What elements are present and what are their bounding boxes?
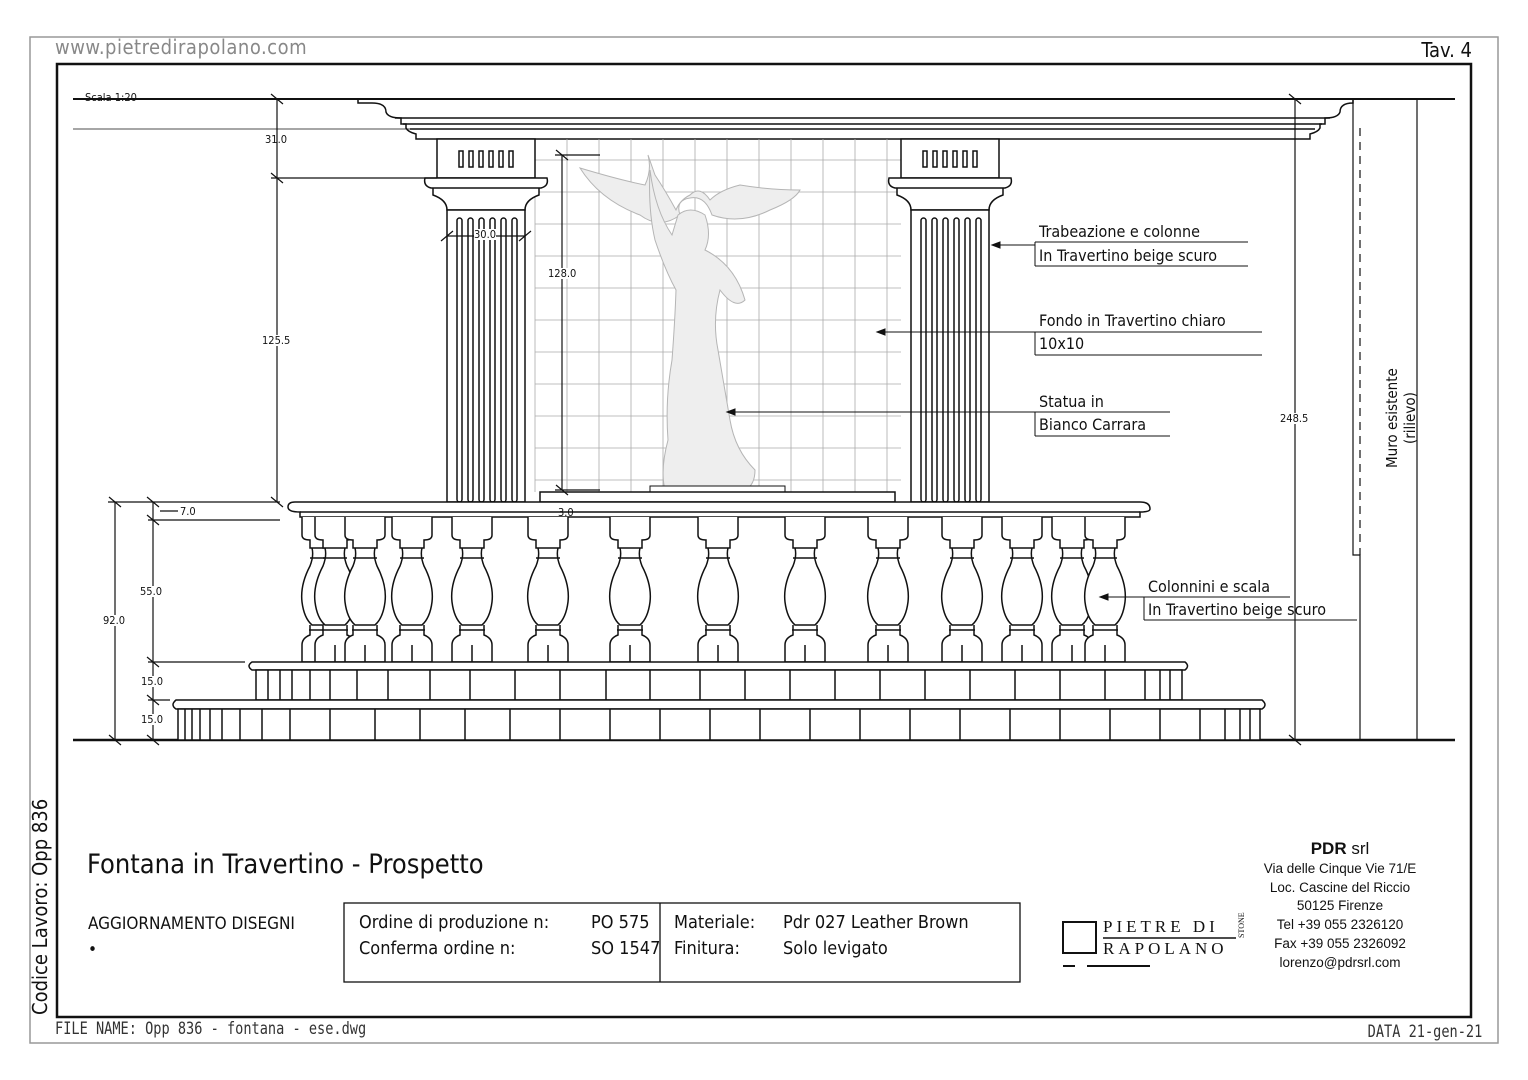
upper-step-riser <box>255 669 1183 701</box>
capital-dentil <box>468 150 474 168</box>
inner-frame <box>55 62 1473 1019</box>
company-tel: Tel +39 055 2326120 <box>1276 917 1404 932</box>
logo-stone: STONE <box>1237 912 1246 938</box>
company-address-1: Via delle Cinque Vie 71/E <box>1263 861 1417 876</box>
dim-cornice: 31.0 <box>265 133 288 146</box>
baluster <box>1000 517 1044 663</box>
dimension-lines <box>108 93 1455 746</box>
scale-label: Scala 1:20 <box>85 91 137 104</box>
dim-statue-height: 128.0 <box>548 267 577 280</box>
sheet-number: Tav. 4 <box>1421 38 1472 62</box>
annotation-leaders <box>725 241 1357 621</box>
column-capital <box>900 138 1000 179</box>
dim-balustrade-total: 92.0 <box>103 614 126 627</box>
dim-step-upper: 15.0 <box>141 675 164 688</box>
material-label: Materiale: <box>674 912 756 933</box>
label-statue-1: Statua in <box>1039 392 1104 411</box>
logo-text-2: RAPOLANO <box>1103 939 1228 958</box>
capital-dentil <box>488 150 494 168</box>
company-address-3: 50125 Firenze <box>1296 898 1384 913</box>
baluster <box>696 517 740 663</box>
balustrade-rail <box>287 501 1151 518</box>
label-statue-2: Bianco Carrara <box>1039 415 1147 434</box>
dim-total-height: 248.5 <box>1280 412 1309 425</box>
dim-statue-base: 3.0 <box>558 506 574 519</box>
column-echinus <box>887 177 1013 211</box>
label-background-1: Fondo in Travertino chiaro <box>1039 311 1226 330</box>
capital-dentil <box>508 150 514 168</box>
label-balusters-1: Colonnini e scala <box>1148 577 1271 596</box>
columns <box>423 138 1013 503</box>
dim-balusters: 55.0 <box>140 585 163 598</box>
finish-label: Finitura: <box>674 938 740 959</box>
angel-statue <box>578 154 801 493</box>
baluster <box>390 517 434 663</box>
label-balusters-2: In Travertino beige scuro <box>1148 600 1327 619</box>
label-background-2: 10x10 <box>1039 334 1085 353</box>
dim-step-lower: 15.0 <box>141 713 164 726</box>
column <box>423 138 549 503</box>
drawing-date: DATA 21-gen-21 <box>1367 1022 1482 1042</box>
wall-label-2: (rilievo) <box>1401 392 1419 445</box>
dim-column-width: 30.0 <box>474 228 497 241</box>
baluster <box>526 517 570 663</box>
outer-border <box>29 36 1499 1044</box>
logo-text-1: PIETRE DI <box>1103 917 1219 936</box>
baluster <box>450 517 494 663</box>
order-value: PO 575 <box>591 912 650 933</box>
company-name: PDR srl <box>1252 840 1428 857</box>
lower-step-riser <box>177 708 1261 741</box>
column-echinus <box>423 177 549 211</box>
column-shaft <box>910 209 990 503</box>
capital-dentil <box>478 150 484 168</box>
drawing-title: Fontana in Travertino - Prospetto <box>87 849 484 880</box>
upper-step-tread <box>248 661 1189 671</box>
file-name: FILE NAME: Opp 836 - fontana - ese.dwg <box>55 1019 367 1039</box>
company-name-bold: PDR <box>1310 839 1347 858</box>
label-entablature-2: In Travertino beige scuro <box>1039 246 1218 265</box>
steps <box>172 661 1266 741</box>
baluster <box>1083 517 1127 663</box>
balusters <box>300 517 1127 663</box>
wall-label-1: Muro esistente <box>1383 368 1401 468</box>
column-shaft <box>446 209 526 503</box>
order-label: Ordine di produzione n: <box>359 912 550 933</box>
capital-dentil <box>922 150 928 168</box>
finish-value: Solo levigato <box>783 938 888 959</box>
capital-dentil <box>932 150 938 168</box>
baluster <box>866 517 910 663</box>
lower-step-tread <box>172 699 1266 710</box>
capital-dentil <box>972 150 978 168</box>
baluster <box>783 517 827 663</box>
company-address-2: Loc. Cascine del Riccio <box>1269 880 1411 895</box>
dim-column-height: 125.5 <box>262 334 291 347</box>
baluster <box>608 517 652 663</box>
company-suffix: srl <box>1351 839 1370 858</box>
column <box>887 138 1013 503</box>
website-url[interactable]: www.pietredirapolano.com <box>55 35 308 59</box>
company-fax: Fax +39 055 2326092 <box>1274 936 1406 951</box>
company-email[interactable]: lorenzo@pdrsrl.com <box>1279 955 1401 970</box>
updates-heading: AGGIORNAMENTO DISEGNI <box>88 914 295 934</box>
material-value: Pdr 027 Leather Brown <box>783 912 969 933</box>
column-capital <box>436 138 536 179</box>
baluster <box>343 517 387 663</box>
cornice <box>357 98 1354 140</box>
capital-dentil <box>942 150 948 168</box>
dim-rail: 7.0 <box>180 505 196 518</box>
label-entablature-1: Trabeazione e colonne <box>1039 222 1200 241</box>
capital-dentil <box>458 150 464 168</box>
baluster <box>940 517 984 663</box>
capital-dentil <box>498 150 504 168</box>
confirm-value: SO 1547 <box>591 938 661 959</box>
capital-dentil <box>962 150 968 168</box>
confirm-label: Conferma ordine n: <box>359 938 516 959</box>
capital-dentil <box>952 150 958 168</box>
label-existing-wall: Muro esistente(rilievo) <box>1383 368 1419 468</box>
job-code: Codice Lavoro: Opp 836 <box>28 798 52 1015</box>
updates-bullet: • <box>88 940 98 960</box>
title-block-lines <box>343 902 1236 983</box>
